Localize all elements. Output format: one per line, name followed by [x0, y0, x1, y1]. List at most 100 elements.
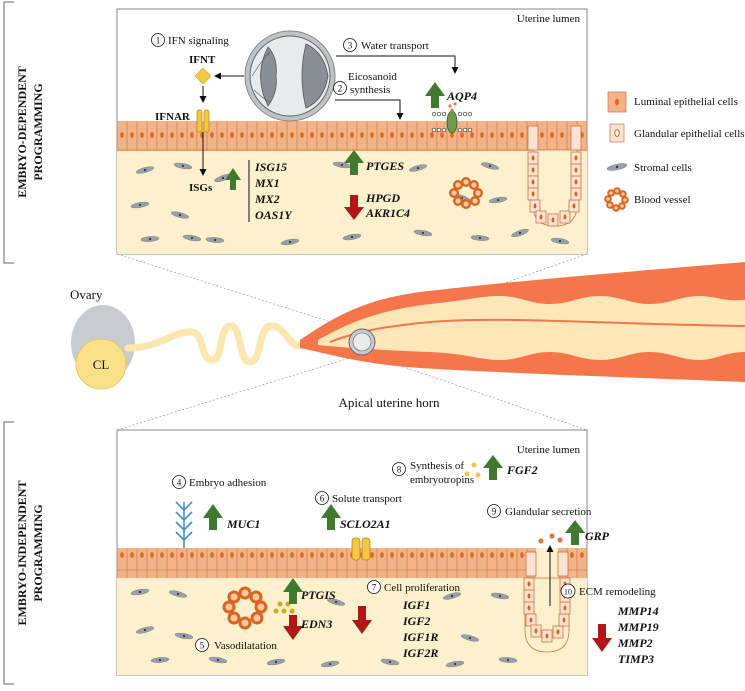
- step9-label: Glandular secretion: [505, 506, 592, 518]
- step5-label: Vasodilatation: [214, 640, 277, 652]
- legend-blood-vessel: Blood vessel: [634, 194, 691, 206]
- step7-label: Cell proliferation: [384, 582, 461, 594]
- ifnar-label: IFNAR: [155, 111, 191, 123]
- step1-label: IFN signaling: [168, 35, 229, 47]
- igf-gene-1: IGF1: [402, 598, 430, 612]
- uterine-endometrium: [318, 296, 745, 360]
- side-label-3: EMBRYO-INDEPENDENT: [15, 481, 29, 626]
- muc1-label: MUC1: [226, 517, 260, 531]
- mmp-gene-4: TIMP3: [618, 652, 654, 666]
- step5-number: 5: [200, 640, 205, 650]
- step3-label: Water transport: [361, 40, 429, 52]
- step7-number: 7: [372, 582, 377, 592]
- fgf2-up-arrow: [483, 455, 503, 480]
- cl-label: CL: [93, 357, 110, 372]
- embryotropin-molecules-icon: [464, 462, 481, 478]
- luminal-cell-icon: [607, 91, 627, 113]
- ptgis-label: PTGIS: [301, 588, 336, 602]
- step4-label: Embryo adhesion: [189, 477, 267, 489]
- solute-transporter-icon: [351, 537, 371, 561]
- igf-down-arrow: [352, 606, 372, 634]
- mmp-down-arrow: [592, 624, 612, 652]
- step2-label-1: Eicosanoid: [348, 71, 397, 83]
- aqp4-up-arrow: [425, 82, 445, 108]
- grp-label: GRP: [585, 529, 610, 543]
- step8-number: 8: [397, 464, 402, 474]
- blood-vessel-icon: [604, 187, 629, 212]
- side-label-4: PROGRAMMING: [31, 504, 45, 601]
- isg-gene-1: ISG15: [254, 160, 287, 174]
- edn3-label: EDN3: [300, 617, 332, 631]
- side-label-2: PROGRAMMING: [31, 83, 45, 180]
- glandular-cell-icon: [609, 123, 625, 143]
- aqp4-label: AQP4: [446, 89, 477, 103]
- step4-number: 4: [177, 477, 182, 487]
- top-lumen-label: Uterine lumen: [517, 13, 581, 25]
- top-gland: [527, 125, 582, 227]
- edn3-down-arrow: [283, 615, 303, 640]
- top-bracket: [3, 1, 14, 264]
- step10-number: 10: [564, 587, 572, 596]
- bottom-blood-vessel-icon: [222, 586, 268, 630]
- ifnt-icon: [194, 67, 212, 85]
- embryo-icon: [244, 30, 336, 122]
- bottom-lumen-label: Uterine lumen: [517, 444, 581, 456]
- ifnar-receptor-icon: [196, 109, 210, 133]
- muc1-up-arrow: [203, 504, 223, 530]
- ptgis-up-arrow: [283, 578, 303, 604]
- step2-number: 2: [338, 83, 343, 93]
- bottom-gland: [523, 548, 571, 653]
- mmp-gene-2: MMP19: [617, 620, 659, 634]
- embryo-independent-panel: EMBRYO-INDEPENDENT PROGRAMMING Uterine l…: [3, 421, 659, 685]
- grp-up-arrow: [565, 520, 585, 545]
- down-arrow-hpgd: [344, 195, 364, 220]
- step1-number: 1: [156, 35, 161, 45]
- embryo-dependent-panel: EMBRYO-DEPENDENT PROGRAMMING Uterine lum…: [3, 1, 588, 264]
- vasoactive-molecules-icon: [273, 601, 295, 614]
- mmp-gene-3: MMP2: [617, 636, 653, 650]
- legend-stromal: Stromal cells: [634, 162, 692, 174]
- sclo-up-arrow: [321, 504, 341, 530]
- oviduct: [124, 322, 304, 366]
- aqp4-channel-icon: [431, 102, 473, 134]
- corpus-luteum-icon: [75, 338, 127, 390]
- mmp-gene-1: MMP14: [617, 604, 659, 618]
- side-label-1: EMBRYO-DEPENDENT: [15, 66, 29, 198]
- isg-gene-4: OAS1Y: [255, 208, 293, 222]
- legend: Luminal epithelial cells Glandular epith…: [604, 91, 745, 212]
- isg-gene-2: MX1: [254, 176, 280, 190]
- step8-label-1: Synthesis of: [410, 460, 464, 472]
- mucin-icon: [175, 501, 193, 548]
- top-stromal-cells: [130, 161, 570, 246]
- step2-label-2: synthesis: [350, 84, 390, 96]
- ptges-label: PTGES: [366, 159, 404, 173]
- ovary-label: Ovary: [70, 287, 103, 302]
- igf-gene-2: IGF2: [402, 614, 430, 628]
- top-blood-vessel-icon: [449, 176, 484, 209]
- step6-label: Solute transport: [332, 493, 402, 505]
- sclo-label: SCLO2A1: [340, 517, 391, 531]
- secretion-molecules-icon: [538, 533, 563, 544]
- legend-luminal: Luminal epithelial cells: [634, 96, 738, 108]
- step9-number: 9: [492, 506, 497, 516]
- step6-number: 6: [320, 493, 325, 503]
- uterus-overview: Ovary CL Apical uterine horn: [70, 253, 745, 431]
- akr1c4-label: AKR1C4: [365, 206, 410, 220]
- legend-glandular: Glandular epithelial cells: [634, 128, 745, 140]
- fgf2-label: FGF2: [506, 463, 538, 477]
- isgs-label: ISGs: [189, 182, 213, 194]
- top-luminal-epithelium: [117, 121, 587, 151]
- step8-label-2: embryotropins: [410, 474, 474, 486]
- isg-gene-3: MX2: [254, 192, 280, 206]
- bottom-bracket: [3, 421, 14, 685]
- stromal-cell-icon: [606, 163, 628, 171]
- ptges-up-arrow: [344, 150, 364, 175]
- igf-gene-4: IGF2R: [402, 646, 438, 660]
- ifnt-label: IFNT: [189, 54, 216, 66]
- hpgd-label: HPGD: [365, 191, 400, 205]
- horn-label: Apical uterine horn: [338, 395, 440, 410]
- step3-number: 3: [348, 40, 353, 50]
- igf-gene-3: IGF1R: [402, 630, 438, 644]
